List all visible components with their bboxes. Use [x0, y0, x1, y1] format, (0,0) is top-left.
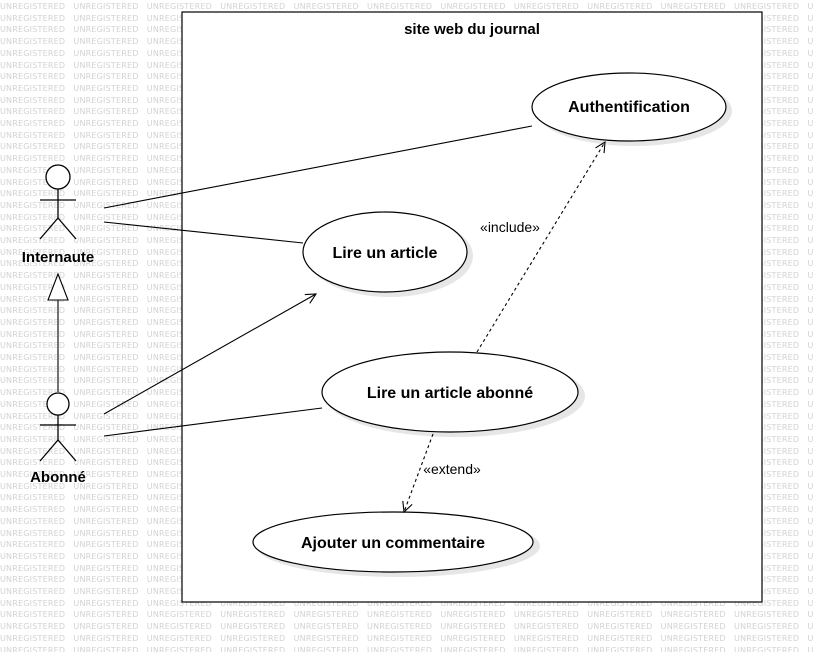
- watermark-row: UNREGISTERED UNREGISTERED UNREGISTERED U…: [0, 633, 813, 643]
- generalization-abonne-internaute[interactable]: [47, 272, 69, 392]
- use-case-lire-article-label: Lire un article: [333, 245, 438, 262]
- use-case-lire-article[interactable]: Lire un article: [302, 211, 473, 297]
- include-label: «include»: [480, 219, 540, 235]
- use-case-lire-article-abonne-label: Lire un article abonné: [367, 385, 533, 402]
- watermark-row: UNREGISTERED UNREGISTERED UNREGISTERED U…: [0, 645, 813, 652]
- watermark-row: UNREGISTERED UNREGISTERED UNREGISTERED U…: [0, 622, 813, 632]
- use-case-authentification-label: Authentification: [568, 99, 690, 116]
- include-relation[interactable]: [476, 142, 605, 353]
- actor-abonne-head: [46, 392, 70, 416]
- association-internaute-authentification[interactable]: [103, 125, 533, 209]
- actor-abonne-label: Abonné: [30, 469, 86, 486]
- actor-internaute[interactable]: Internaute: [22, 164, 95, 266]
- extend-relation[interactable]: [404, 433, 434, 512]
- actor-abonne[interactable]: Abonné: [30, 392, 86, 486]
- system-title: site web du journal: [404, 21, 540, 38]
- use-case-ajouter-commentaire-label: Ajouter un commentaire: [301, 535, 485, 552]
- actor-internaute-label: Internaute: [22, 249, 95, 266]
- watermark-row: UNREGISTERED UNREGISTERED UNREGISTERED U…: [0, 610, 813, 620]
- extend-label: «extend»: [423, 461, 481, 477]
- association-internaute-lire-article[interactable]: [103, 221, 304, 244]
- use-case-authentification[interactable]: Authentification: [531, 72, 732, 146]
- watermark-row: UNREGISTERED UNREGISTERED UNREGISTERED U…: [0, 2, 813, 11]
- use-case-ajouter-commentaire[interactable]: Ajouter un commentaire: [252, 511, 540, 577]
- actor-internaute-head: [45, 164, 71, 190]
- watermark-row: UNREGISTERED UNREGISTERED UNREGISTERED U…: [0, 598, 813, 608]
- association-abonne-lire-article-abonne[interactable]: [103, 407, 323, 437]
- association-abonne-lire-article[interactable]: [103, 294, 316, 415]
- use-case-lire-article-abonne[interactable]: Lire un article abonné: [321, 351, 585, 437]
